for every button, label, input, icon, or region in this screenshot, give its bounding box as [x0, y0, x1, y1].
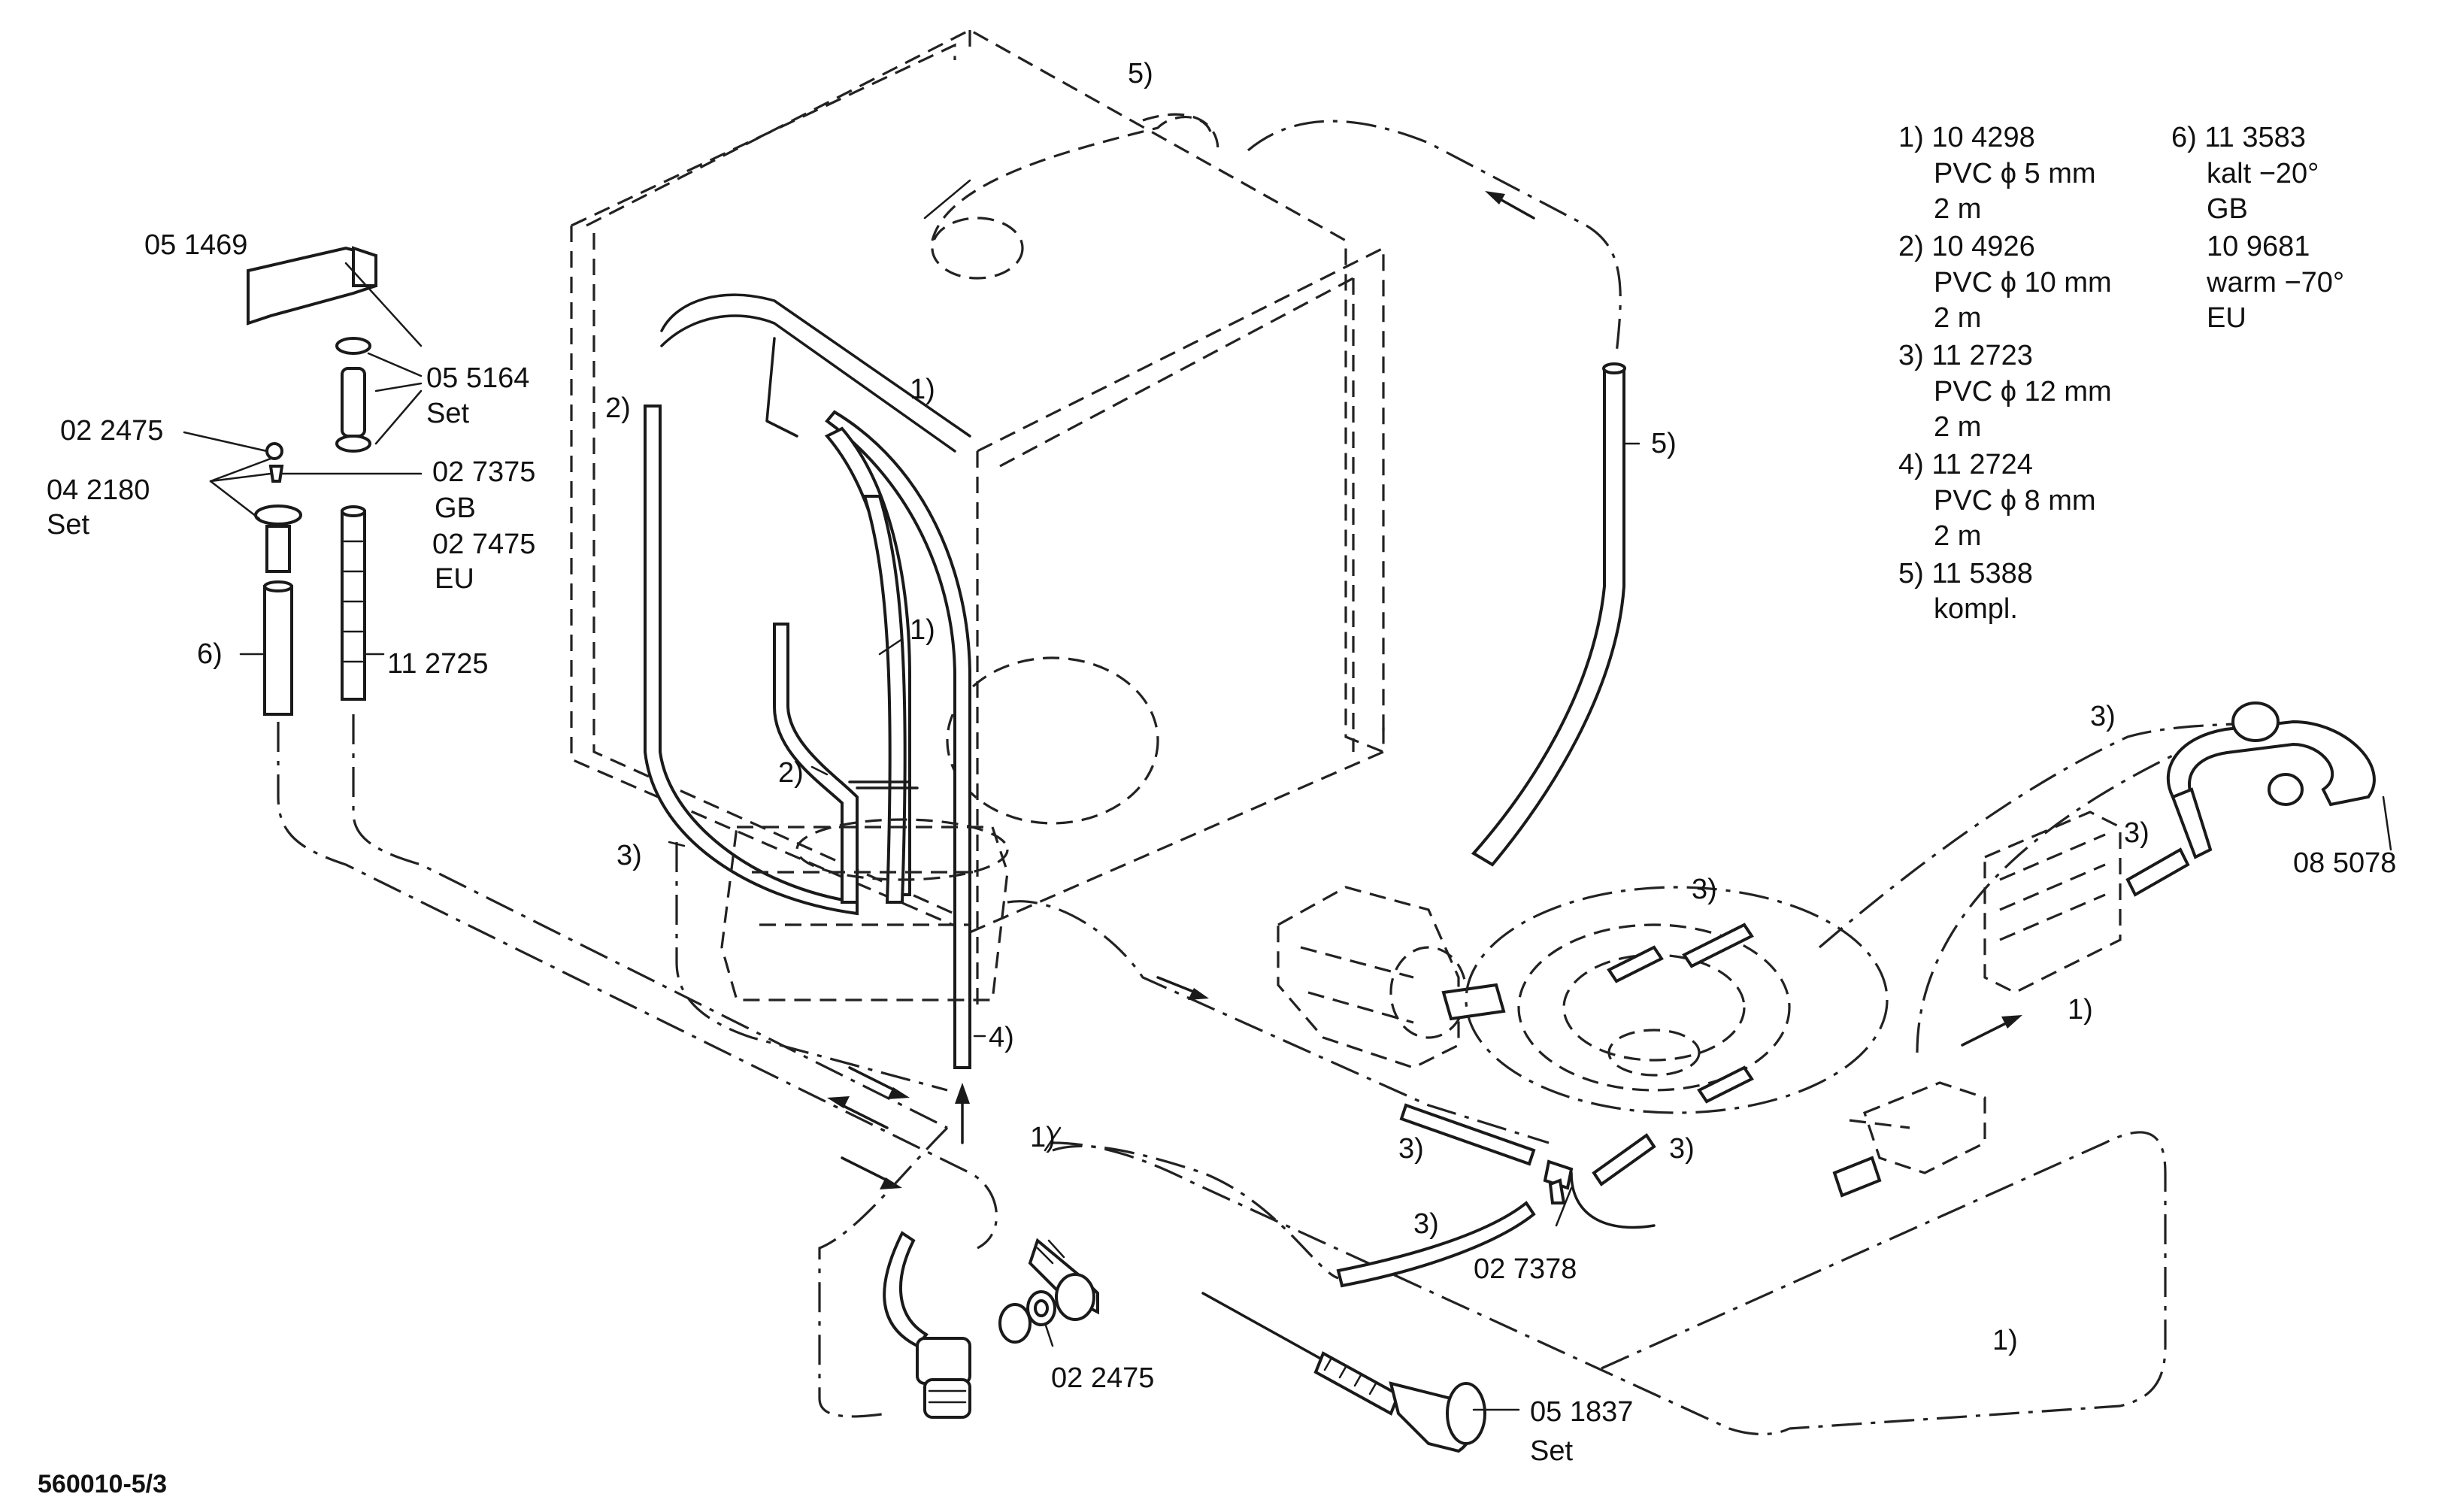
callout-02-2475-bottom: 02 2475	[1051, 1362, 1154, 1394]
bottom-fitting-02-2475	[998, 1290, 1056, 1344]
callout-3-tee: 3)	[1669, 1133, 1695, 1165]
callout-1-upper: 1)	[910, 374, 935, 405]
sump-ring	[1465, 886, 1889, 1114]
callout-3-right-top: 3)	[2090, 701, 2116, 732]
callout-5-top: 5)	[1128, 58, 1153, 89]
callout-gb-left: GB	[435, 492, 476, 524]
callout-3-bottom: 3)	[1413, 1208, 1439, 1240]
leader-lines	[183, 179, 2392, 1411]
legend-1-part: 1) 10 4298	[1898, 122, 2035, 153]
valve-block	[1983, 811, 2122, 994]
legend-6-gb: GB	[2207, 193, 2248, 225]
drain-hose-6	[263, 580, 293, 716]
callout-05-1837-set: Set	[1530, 1435, 1573, 1467]
lower-frame-route	[1052, 1141, 1790, 1436]
callout-2-upper: 2)	[605, 392, 631, 424]
callout-02-7475: 02 7475	[432, 529, 535, 560]
hose-3-left-route	[675, 842, 948, 1092]
flow-arrow-right	[1961, 1015, 2022, 1047]
legend-6-alt-part: 10 9681	[2207, 231, 2310, 262]
legend-2-spec: PVC ϕ 10 mm	[1934, 267, 2112, 298]
hose-1-right-route	[1601, 1131, 2167, 1430]
callout-02-7375: 02 7375	[432, 456, 535, 488]
hose-5-route	[1247, 120, 1622, 354]
flow-arrows-left	[827, 1066, 910, 1189]
legend-4-part: 4) 11 2724	[1898, 449, 2033, 480]
callout-4: 4)	[989, 1022, 1014, 1053]
callout-11-2725: 11 2725	[387, 648, 489, 680]
tub-outline	[570, 29, 1385, 1007]
hose-clamp-set	[335, 337, 371, 453]
legend-5-part: 5) 11 5388	[1898, 558, 2033, 589]
callout-04-2180-set: Set	[47, 509, 89, 541]
drain-elbow-05-1837	[1201, 1292, 1486, 1453]
hose-3-segments	[1336, 1103, 1656, 1288]
aquastop-08-5078	[2166, 701, 2376, 859]
elbow-connector	[1028, 1238, 1099, 1321]
solenoid-valve	[1832, 1081, 1986, 1198]
internal-hoses	[644, 293, 971, 1069]
callout-6: 6)	[197, 638, 223, 670]
callout-1-mid: 1)	[910, 614, 935, 646]
hose-11-2725	[341, 505, 366, 701]
callout-3-right-mid: 3)	[2124, 817, 2149, 849]
door-handle-part	[247, 246, 377, 326]
legend-6-eu: EU	[2207, 302, 2246, 334]
top-manifold	[931, 113, 1219, 280]
callout-5-right: 5)	[1651, 428, 1677, 459]
callout-1-right: 1)	[2068, 994, 2093, 1026]
legend-1-length: 2 m	[1934, 193, 1981, 225]
legend-2-length: 2 m	[1934, 302, 1981, 334]
callout-3-center: 3)	[1692, 874, 1717, 905]
callout-2-lower: 2)	[778, 757, 804, 789]
callout-05-5164: 05 5164	[426, 362, 529, 394]
legend-6-cold: kalt −20°	[2207, 158, 2319, 189]
callout-05-1837: 05 1837	[1530, 1396, 1633, 1428]
legend-3-spec: PVC ϕ 12 mm	[1934, 376, 2112, 408]
hose-1-bottom-route	[818, 1126, 949, 1418]
direction-arrow	[1485, 191, 1535, 220]
callout-1-bottom: 1)	[1992, 1325, 2018, 1356]
legend-4-spec: PVC ϕ 8 mm	[1934, 485, 2096, 517]
hose-3-pump-route	[1007, 900, 1550, 1144]
callout-05-1469: 05 1469	[144, 229, 247, 261]
legend-2-part: 2) 10 4926	[1898, 231, 2035, 262]
hose-4-arrow	[955, 1083, 970, 1144]
wash-motor	[1277, 886, 1506, 1069]
callout-1-lower: 1)	[1030, 1122, 1056, 1153]
circulation-pump	[720, 818, 1009, 1001]
legend-3-length: 2 m	[1934, 411, 1981, 443]
hose-1-lower-route	[1052, 1144, 1339, 1280]
callout-02-2475-top: 02 2475	[60, 415, 163, 447]
hose-3-right-route	[1916, 734, 2286, 1053]
callout-3-mid: 3)	[1398, 1133, 1424, 1165]
hose-5-tube	[1471, 362, 1626, 867]
legend-6-warm: warm −70°	[2206, 267, 2344, 298]
callout-04-2180: 04 2180	[47, 474, 150, 506]
callout-3-left: 3)	[617, 840, 642, 871]
callout-08-5078: 08 5078	[2293, 847, 2396, 879]
tee-02-7378	[1543, 1159, 1574, 1204]
legend-5-note: kompl.	[1934, 593, 2018, 625]
callout-eu-left: EU	[435, 563, 474, 595]
legend-6-part: 6) 11 3583	[2171, 122, 2306, 153]
sump-outline	[946, 656, 1159, 825]
callout-05-5164-set: Set	[426, 398, 469, 429]
legend-3-part: 3) 11 2723	[1898, 340, 2033, 371]
hose-11-2725-route	[352, 714, 948, 1129]
callout-labels: 05 1469 05 5164 Set 02 2475 04 2180 Set …	[47, 58, 2396, 1467]
callout-02-7378: 02 7378	[1474, 1253, 1577, 1285]
legend-1-spec: PVC ϕ 5 mm	[1934, 158, 2096, 189]
hose-6-route	[277, 722, 998, 1250]
hose-3-short	[2125, 847, 2190, 897]
inlet-valve	[883, 1231, 971, 1419]
hose-3-top-right-route	[1818, 720, 2264, 949]
figure-id: 560010-5/3	[38, 1470, 167, 1498]
parts-legend: 1) 10 4298 PVC ϕ 5 mm 2 m 2) 10 4926 PVC…	[1898, 122, 2344, 625]
cap-set	[254, 442, 302, 573]
legend-4-length: 2 m	[1934, 520, 1981, 552]
direction-arrow-right	[1156, 976, 1209, 1000]
